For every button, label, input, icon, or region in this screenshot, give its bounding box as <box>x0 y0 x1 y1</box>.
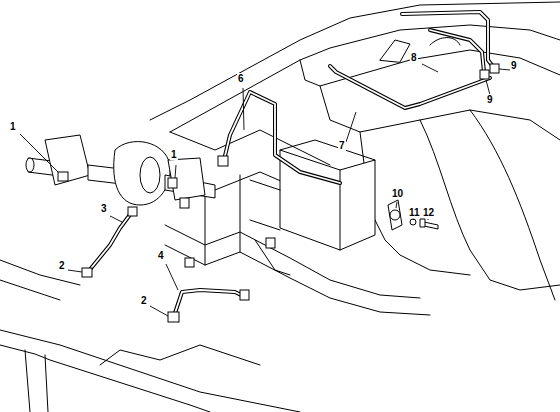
leader-line <box>413 219 414 220</box>
frame-rail <box>0 330 300 412</box>
body-outline <box>300 50 560 86</box>
tank-strap <box>250 180 290 275</box>
rear-axle <box>26 135 215 205</box>
fitting <box>266 238 275 248</box>
brake-line <box>88 212 132 272</box>
brake-line <box>224 92 340 183</box>
leader-line <box>346 112 356 142</box>
callout-number: 11 <box>408 207 421 218</box>
frame-rail <box>100 345 260 365</box>
fitting <box>180 198 189 208</box>
tank-edge <box>280 140 375 250</box>
body-outline <box>360 132 470 275</box>
brake-line <box>174 290 243 316</box>
differential <box>114 142 170 205</box>
callout-number: 2 <box>58 260 66 271</box>
callout-number: 7 <box>338 140 346 151</box>
vehicle-body <box>150 2 560 300</box>
spring-seat <box>168 158 205 200</box>
brake-line <box>88 212 132 272</box>
callout-number: 9 <box>510 60 518 71</box>
frame-rail <box>0 260 80 300</box>
brake-line <box>330 66 490 108</box>
clip <box>388 200 402 230</box>
fitting <box>58 172 68 181</box>
callout-number: 8 <box>410 52 418 63</box>
callout-number: 10 <box>391 188 404 199</box>
brake-line <box>430 30 484 72</box>
leader-line <box>499 69 510 70</box>
leader-line <box>396 202 397 208</box>
fuel-tank <box>250 140 375 275</box>
washer <box>410 219 416 225</box>
fitting <box>128 207 137 216</box>
fittings <box>58 64 499 322</box>
leader-line <box>166 264 178 290</box>
fitting <box>82 268 92 277</box>
brake-line <box>402 12 494 68</box>
axle-end <box>140 157 160 193</box>
body-outline <box>470 110 555 300</box>
frame-rail <box>25 350 48 412</box>
callout-number: 4 <box>157 250 165 261</box>
bolt <box>424 222 438 229</box>
leader-line <box>175 165 176 178</box>
callout-number: 1 <box>170 149 178 160</box>
leader-line <box>20 134 58 172</box>
leader-line <box>486 80 490 95</box>
brake-line <box>224 92 340 183</box>
spring-seat <box>45 135 90 185</box>
frame-rail <box>165 225 420 298</box>
brake-line <box>402 12 494 68</box>
body-outline <box>170 25 560 132</box>
body-outline <box>430 38 460 46</box>
body-outline <box>380 40 410 62</box>
tank <box>280 150 375 250</box>
axle-end <box>26 158 34 172</box>
brake-line <box>174 290 243 316</box>
callout-number: 6 <box>237 73 245 84</box>
callout-number: 9 <box>486 94 494 105</box>
fitting <box>490 64 499 73</box>
fitting <box>218 156 228 166</box>
leader-line <box>428 219 429 220</box>
fitting <box>240 290 249 300</box>
leader-line <box>150 306 168 316</box>
brake-line <box>430 30 484 72</box>
bolt-head <box>420 219 425 227</box>
callout-number: 3 <box>100 203 108 214</box>
body-outline <box>150 2 560 120</box>
fitting <box>168 312 179 322</box>
callout-number: 1 <box>9 121 17 132</box>
leader-line <box>422 64 438 72</box>
fitting <box>185 258 194 267</box>
brake-lines <box>88 12 494 316</box>
brake-line <box>330 66 490 108</box>
fitting <box>168 178 177 188</box>
clip-parts <box>388 200 438 230</box>
callout-number: 2 <box>140 295 148 306</box>
fitting <box>480 70 489 79</box>
frame-rail <box>0 345 210 412</box>
leader-lines <box>20 64 510 316</box>
body-outline <box>420 120 560 290</box>
leader-line <box>68 270 82 272</box>
callout-number: 12 <box>422 207 435 218</box>
frame-rails <box>0 130 430 412</box>
leader-line <box>110 216 122 222</box>
clip-ring <box>390 210 400 220</box>
leader-line <box>243 88 244 130</box>
